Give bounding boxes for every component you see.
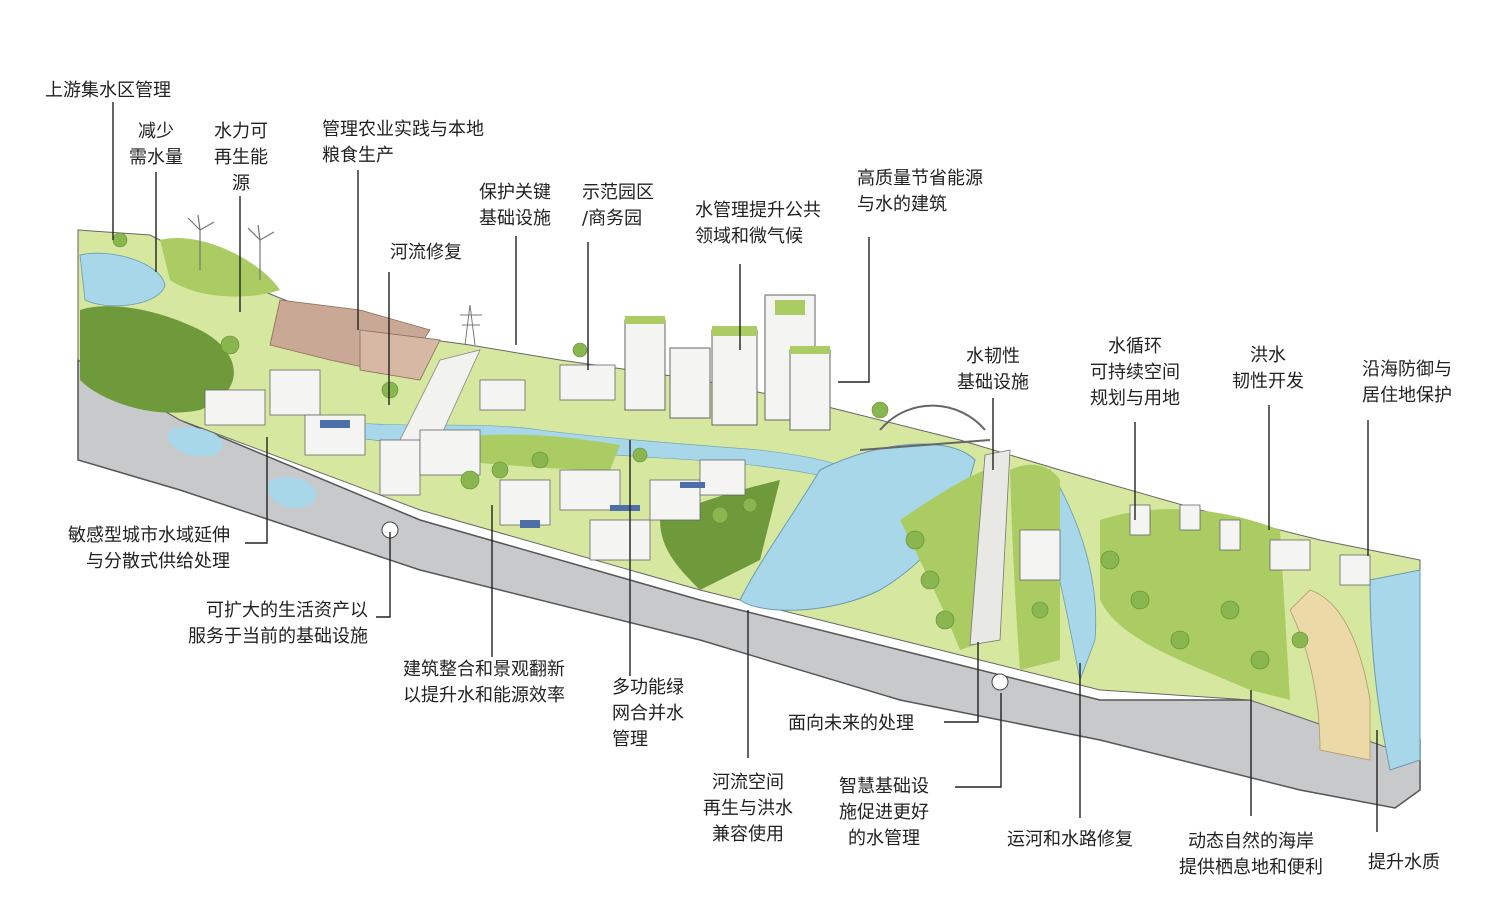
label-future-treatment: 面向未来的处理 [788,711,914,737]
label-line: /商务园 [582,208,643,229]
label-line: 水力可 [214,121,268,142]
label-line: 河流修复 [390,242,462,263]
label-line: 示范园区 [582,182,654,203]
label-line: 可持续空间 [1090,362,1180,383]
green-corridor [1100,509,1290,700]
trees [112,232,1309,670]
label-critical-infrastructure: 保护关键基础设施 [470,180,560,232]
label-line: 与分散式供给处理 [86,551,230,572]
underground-water [168,427,223,457]
label-line: 提升水质 [1368,852,1440,873]
electricity-pylon [460,304,482,346]
label-line: 减少 [138,121,174,142]
tower-block [624,294,831,431]
label-line: 管理 [612,729,648,750]
green-roof [625,300,830,354]
hill [160,238,280,297]
upstream-lake [79,252,166,307]
label-line: 网合并水 [612,703,684,724]
label-upstream-catchment: 上游集水区管理 [45,78,171,104]
label-line: 面向未来的处理 [788,713,914,734]
label-hydro-renewable: 水力可再生能源 [202,119,280,197]
underground-water [268,477,317,509]
bridge-deck [859,439,991,451]
label-line: 基础设施 [957,372,1029,393]
label-line: 水韧性 [966,346,1020,367]
label-line: 高质量节省能源 [857,168,983,189]
building [204,364,1371,586]
label-building-integration: 建筑整合和景观翻新以提升水和能源效率 [403,657,565,709]
wind-turbine [187,214,275,280]
label-coastal-defence: 沿海防御与居住地保护 [1362,357,1452,409]
label-line: 施促进更好 [839,802,929,823]
label-line: 服务于当前的基础设施 [188,626,368,647]
label-dynamic-coast: 动态自然的海岸提供栖息地和便利 [1168,829,1334,881]
label-line: 运河和水路修复 [1007,829,1133,850]
solar-panels [320,420,705,528]
label-line: 韧性开发 [1232,371,1304,392]
green-corridor [900,470,990,650]
label-agriculture: 管理农业实践与本地粮食生产 [322,117,484,169]
label-multifunction-green: 多功能绿网合并水管理 [612,675,684,753]
label-line: 智慧基础设 [839,776,929,797]
label-line: 提供栖息地和便利 [1179,857,1323,878]
label-green-building: 高质量节省能源与水的建筑 [857,166,983,218]
sea [1369,569,1421,771]
label-line: 河流空间 [712,772,784,793]
label-line: 粮食生产 [322,145,394,166]
label-resilient-infrastructure: 水韧性基础设施 [950,344,1036,396]
label-water-cycle-planning: 水循环可持续空间规划与用地 [1080,334,1190,412]
label-line: 兼容使用 [712,824,784,845]
label-line: 与水的建筑 [857,194,947,215]
label-river-restoration: 河流修复 [390,240,462,266]
label-line: 上游集水区管理 [45,80,171,101]
label-line: 再生能 [214,147,268,168]
ground-section [77,358,1421,809]
forest [80,306,234,413]
label-line: 源 [232,173,250,194]
label-line: 管理农业实践与本地 [322,119,484,140]
label-line: 以提升水和能源效率 [403,685,565,706]
label-line: 居住地保护 [1362,385,1452,406]
label-smart-infrastructure: 智慧基础设施促进更好的水管理 [832,774,936,852]
label-line: 领域和微气候 [695,226,803,247]
label-line: 敏感型城市水域延伸 [68,525,230,546]
label-line: 沿海防御与 [1362,359,1452,380]
label-line: 水管理提升公共 [695,200,821,221]
rail-line [969,449,1011,646]
label-line: 再生与洪水 [703,798,793,819]
label-reduce-demand: 减少需水量 [120,119,192,171]
label-line: 洪水 [1250,345,1286,366]
label-river-space: 河流空间再生与洪水兼容使用 [696,770,800,848]
label-line: 保护关键 [479,182,551,203]
leader-lines [112,102,1378,832]
label-line: 动态自然的海岸 [1188,831,1314,852]
label-water-quality: 提升水质 [1368,850,1440,876]
label-canal-restoration: 运河和水路修复 [1007,827,1133,853]
label-public-realm: 水管理提升公共领域和微气候 [695,198,821,250]
label-line: 多功能绿 [612,677,684,698]
label-scalable-assets: 可扩大的生活资产以服务于当前的基础设施 [138,598,368,650]
bridge [879,404,986,431]
label-line: 建筑整合和景观翻新 [403,659,565,680]
label-flood-resilient: 洪水韧性开发 [1222,343,1314,395]
label-line: 水循环 [1108,336,1162,357]
green-corridor [440,434,620,470]
label-sensitive-urban-water: 敏感型城市水域延伸与分散式供给处理 [40,523,230,575]
label-demo-park: 示范园区/商务园 [582,180,654,232]
label-line: 的水管理 [848,828,920,849]
label-line: 可扩大的生活资产以 [206,600,368,621]
label-line: 规划与用地 [1090,388,1180,409]
pipe [991,673,1009,691]
label-line: 基础设施 [479,208,551,229]
farmland [359,329,441,381]
label-line: 需水量 [129,147,183,168]
